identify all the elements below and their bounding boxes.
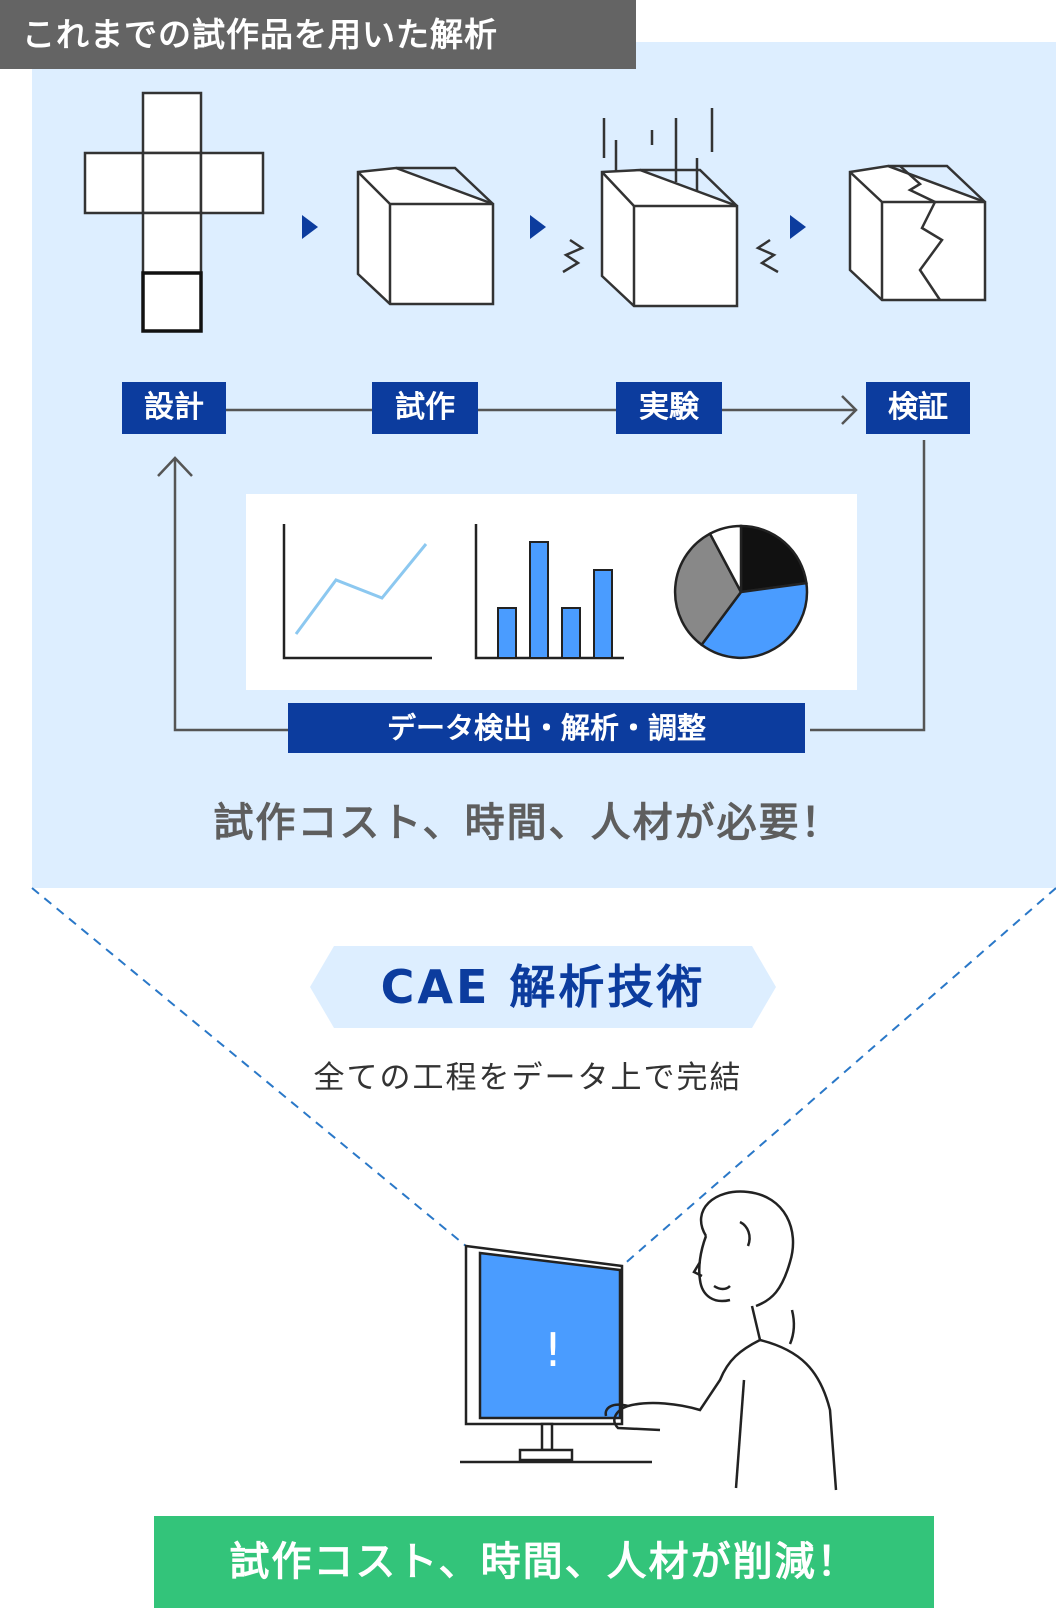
cracked-cube-icon [848,164,987,302]
result-banner: 試作コスト、時間、人材が削減！ [154,1516,934,1608]
arrow-right-icon [530,215,546,239]
arrow-head-icon [841,395,858,425]
requirement-text: 試作コスト、時間、人材が必要！ [213,800,843,846]
cube-icon [356,166,495,306]
cae-title-tag [310,946,776,1028]
arrow-up-icon [157,456,193,477]
prototype-illustrations [83,91,987,333]
step-design: 設計 [122,382,226,434]
step-experiment: 実験 [616,382,722,434]
monitor-icon [460,1244,652,1464]
alert-icon: ! [544,1323,562,1377]
cube-net-icon [83,91,265,333]
impact-cube-icon [562,108,779,308]
pie-chart-icon [673,524,809,660]
engineer-icon [604,1190,838,1491]
data-analysis-label: データ検出・解析・調整 [288,703,805,753]
cae-title: CAE 解析技術 [380,960,706,1014]
arrow-right-icon [790,215,806,239]
chart-illustrations [282,524,809,660]
cae-subtitle: 全ての工程をデータ上で完結 [313,1060,743,1096]
step-verify: 検証 [866,382,970,434]
flow-lines [157,395,926,732]
arrow-right-icon [302,215,318,239]
bar-chart-icon [474,524,624,660]
line-chart-icon [282,524,432,660]
step-prototype: 試作 [372,382,478,434]
section-title: これまでの試作品を用いた解析 [0,0,636,69]
